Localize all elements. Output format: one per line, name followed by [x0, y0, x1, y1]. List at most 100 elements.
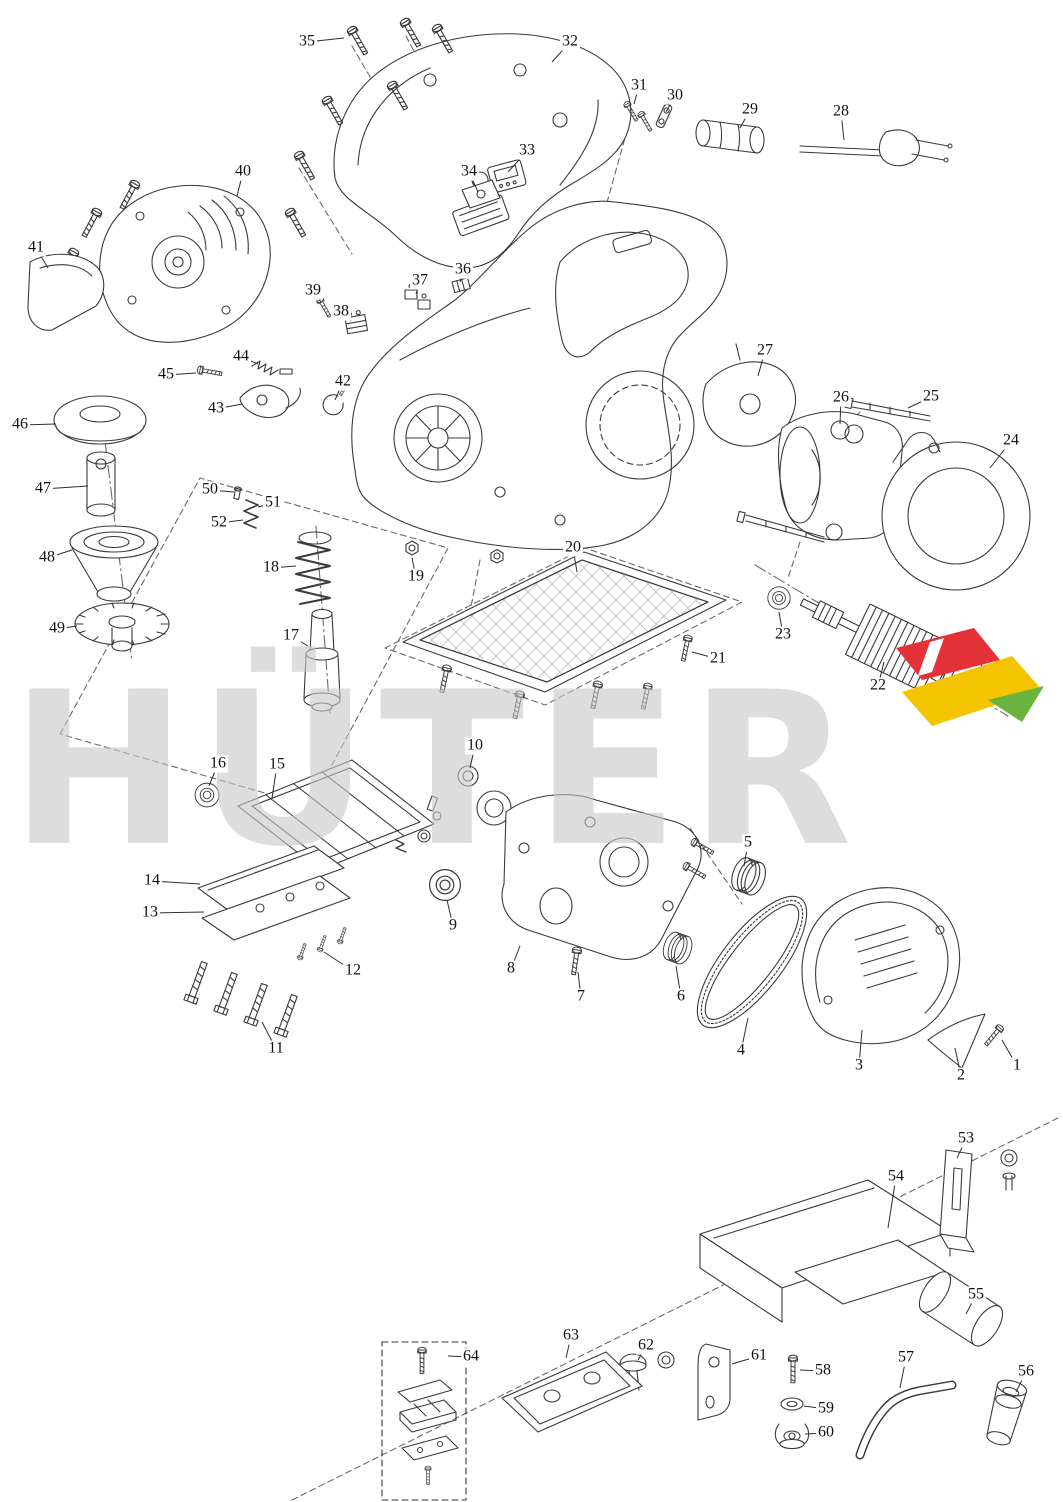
leader-line-43 — [215, 403, 243, 410]
part-label-49: 49 — [47, 619, 67, 638]
part-label-46: 46 — [10, 415, 30, 434]
part-label-56: 56 — [1016, 1362, 1036, 1381]
leader-line-1 — [1001, 1039, 1018, 1067]
clamp-plate — [655, 103, 673, 129]
motor-end-cover — [56, 178, 271, 343]
leader-line-45 — [165, 372, 197, 376]
part-label-50: 50 — [200, 480, 220, 499]
pulley-screws — [681, 836, 716, 881]
leader-line-7 — [577, 971, 582, 998]
leader-line-14 — [151, 880, 201, 885]
power-cord — [799, 129, 953, 167]
guide-fence — [699, 1179, 951, 1323]
leader-line-62 — [637, 1345, 647, 1361]
part-label-60: 60 — [816, 1423, 836, 1442]
part-label-55: 55 — [966, 1285, 986, 1304]
leader-line-46 — [19, 423, 57, 426]
part-label-41: 41 — [26, 238, 46, 257]
leader-line-47 — [42, 485, 89, 490]
part-label-1: 1 — [1011, 1056, 1023, 1075]
part-label-44: 44 — [231, 347, 251, 366]
rear-housing-plate — [702, 343, 796, 447]
part-label-9: 9 — [447, 916, 459, 935]
leader-line-32 — [551, 41, 571, 63]
knob-cap — [53, 395, 147, 445]
leader-line-37 — [415, 280, 421, 295]
leader-line-54 — [887, 1176, 897, 1229]
part-label-5: 5 — [742, 833, 754, 852]
leader-line-55 — [965, 1294, 977, 1315]
part-label-4: 4 — [735, 1041, 747, 1060]
hex-wrench — [855, 1380, 957, 1460]
leader-line-13 — [149, 911, 205, 914]
leader-line-28 — [840, 111, 845, 141]
sole-plate — [402, 551, 727, 720]
part-label-33: 33 — [517, 141, 537, 160]
small-screws-31 — [622, 99, 655, 133]
part-label-43: 43 — [206, 399, 226, 418]
depth-plunger — [303, 608, 341, 712]
gear-plate — [501, 794, 702, 976]
part-label-26: 26 — [831, 388, 851, 407]
stator-screws — [736, 396, 931, 543]
leader-line-56 — [1015, 1371, 1027, 1393]
part-label-21: 21 — [708, 649, 728, 668]
stator — [777, 411, 903, 541]
switch-block — [344, 310, 369, 335]
knob-funnel — [69, 525, 159, 602]
logo-yellow-shape — [902, 656, 1042, 726]
planer-blade — [201, 875, 351, 941]
part-label-14: 14 — [142, 871, 162, 890]
blade-setting-kit — [381, 1341, 467, 1501]
leader-line-35 — [306, 37, 345, 43]
part-label-63: 63 — [561, 1326, 581, 1345]
leader-line-63 — [565, 1335, 572, 1359]
leader-line-9 — [446, 899, 454, 927]
large-pulley — [731, 857, 766, 896]
leader-line-50 — [209, 489, 235, 493]
leader-line-41 — [35, 247, 49, 269]
leader-line-2 — [954, 1047, 962, 1077]
drive-bearing — [428, 868, 462, 902]
leader-line-36 — [459, 269, 464, 283]
leader-line-49 — [56, 625, 78, 630]
leader-line-12 — [323, 951, 354, 972]
housing-screws — [283, 16, 456, 239]
part-label-42: 42 — [333, 372, 353, 391]
leader-line-64 — [447, 1355, 472, 1358]
leader-line-52 — [218, 519, 244, 524]
leader-line-40 — [236, 171, 244, 197]
set-screw — [233, 486, 243, 500]
depth-stop-bracket — [939, 1149, 1018, 1253]
leader-line-3 — [858, 1029, 863, 1067]
leader-line-53 — [956, 1138, 967, 1159]
lever — [239, 384, 301, 419]
part-label-29: 29 — [740, 100, 760, 119]
leader-line-44 — [240, 356, 259, 365]
leader-line-4 — [740, 1017, 749, 1052]
part-label-53: 53 — [956, 1129, 976, 1148]
front-bearing — [194, 782, 220, 808]
chip-deflector — [27, 253, 105, 331]
part-label-8: 8 — [505, 959, 517, 978]
part-label-10: 10 — [465, 736, 485, 755]
part-label-6: 6 — [675, 987, 687, 1006]
leader-line-31 — [633, 85, 640, 105]
fence-hardware — [774, 1354, 810, 1450]
leader-line-17 — [290, 635, 309, 647]
leader-line-18 — [270, 565, 297, 569]
logo-red-shape — [896, 628, 1000, 680]
blade-screws — [296, 926, 349, 961]
depth-spring — [295, 531, 332, 605]
leader-line-60 — [804, 1432, 827, 1435]
part-label-31: 31 — [629, 76, 649, 95]
part-label-7: 7 — [575, 987, 587, 1006]
leader-line-5 — [743, 842, 749, 867]
lock-knob — [619, 1351, 675, 1391]
cover-screw — [982, 1023, 1006, 1048]
part-label-17: 17 — [281, 626, 301, 645]
part-label-59: 59 — [816, 1399, 836, 1418]
